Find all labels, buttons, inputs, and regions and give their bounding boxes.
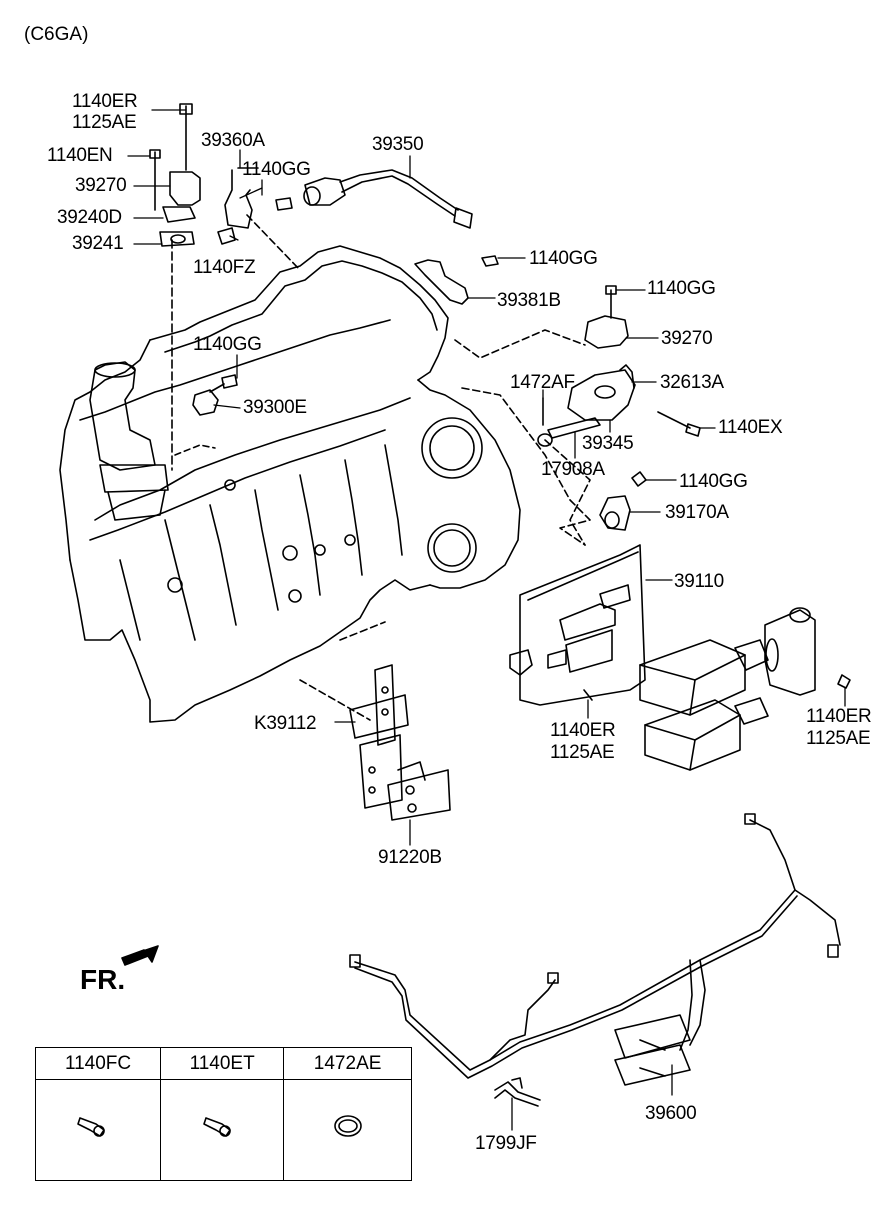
wiring-harness-39600 [349,813,841,1107]
part-label-1140GG-d: 1140GG [193,334,262,355]
part-label-1140EN: 1140EN [47,145,113,166]
part-label-39345: 39345 [582,433,634,454]
legend-header-2: 1140ET [160,1047,285,1080]
part-label-39350: 39350 [372,134,424,155]
valve-assembly-39345 [537,364,701,447]
part-label-17908A: 17908A [541,459,605,480]
part-label-39360A: 39360A [201,130,265,151]
connector-covers [639,607,851,771]
part-label-39300E: 39300E [243,397,307,418]
fastener-legend-table: 1140FC 1140ET 1472AE [34,1047,412,1181]
part-label-K39112: K39112 [254,713,317,734]
legend-cell-1 [34,1079,162,1181]
part-label-39600: 39600 [645,1103,697,1124]
part-label-1140GG-b: 1140GG [529,248,598,269]
part-label-39241: 39241 [72,233,124,254]
legend-header-1: 1140FC [34,1047,162,1080]
part-label-1140FZ: 1140FZ [193,257,256,278]
part-label-39240D: 39240D [57,207,122,228]
front-direction-label: FR. [80,964,126,995]
part-label-1125AE-right: 1125AE [806,728,871,749]
bracket-K39112 [349,664,451,821]
sensor-39270-right [584,285,629,349]
sensor-39350 [275,169,473,229]
cam-sensor-assembly [149,103,201,247]
part-label-39270-right: 39270 [661,328,713,349]
sensor-39300E [192,374,238,416]
part-label-32613A: 32613A [660,372,724,393]
part-label-1140ER-right: 1140ER [806,706,872,727]
part-label-39110: 39110 [674,571,724,592]
sensor-39170A [599,471,647,531]
part-label-91220B: 91220B [378,847,442,868]
part-label-39170A: 39170A [665,502,729,523]
bracket-39360A [217,167,259,245]
part-label-1140GG-a: 1140GG [242,159,311,180]
part-label-1125AE-top: 1125AE [72,112,137,133]
part-label-1799JF: 1799JF [475,1133,537,1154]
part-label-39381B: 39381B [497,290,561,311]
part-label-1140GG-e: 1140GG [679,471,748,492]
engine-block [59,214,591,723]
legend-cell-2 [160,1079,285,1181]
ecu-39110 [509,544,646,706]
part-label-1140ER-top: 1140ER [72,91,138,112]
front-direction-arrow [121,945,159,966]
bracket-39381B [414,255,499,305]
leader-lines [127,109,846,1131]
legend-header-3: 1472AE [283,1047,412,1080]
part-label-1125AE-mid: 1125AE [550,742,615,763]
part-label-1472AF: 1472AF [510,372,575,393]
part-label-1140ER-mid: 1140ER [550,720,616,741]
part-label-1140GG-c: 1140GG [647,278,716,299]
legend-cell-3 [283,1079,412,1181]
model-code: (C6GA) [24,24,89,45]
part-label-1140EX: 1140EX [718,417,783,438]
part-label-39270-left: 39270 [75,175,127,196]
